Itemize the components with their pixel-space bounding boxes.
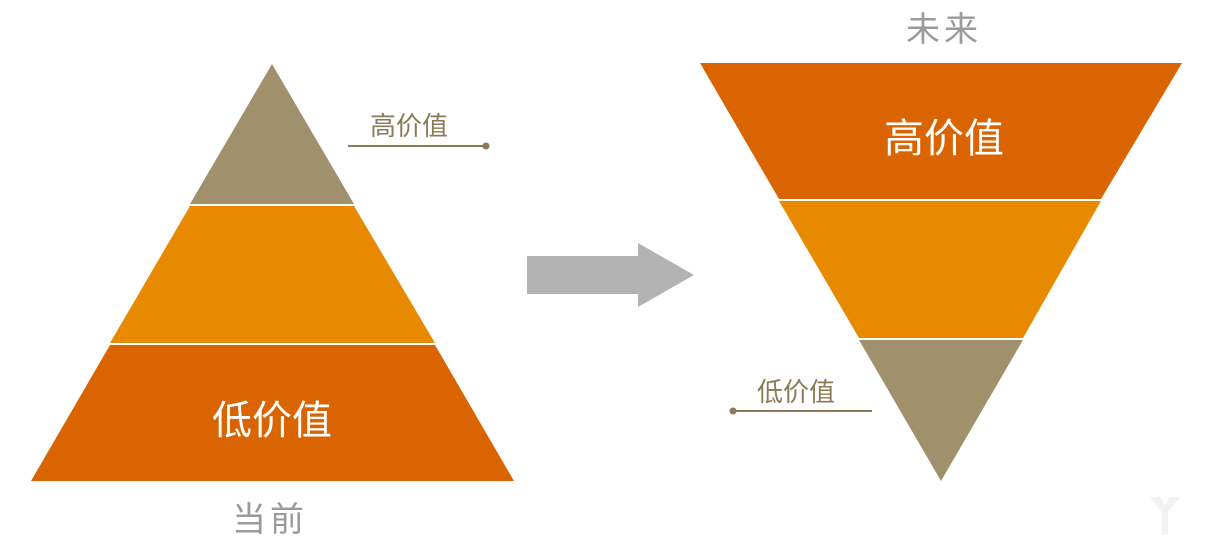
watermark-logo xyxy=(1150,497,1180,535)
left-callout-dot xyxy=(482,142,490,150)
left-caption: 当前 xyxy=(232,500,308,540)
left-pyramid xyxy=(31,64,514,481)
transition-arrow xyxy=(527,243,694,307)
right-callout-dot xyxy=(729,407,737,415)
right-bottom-callout-label: 低价值 xyxy=(757,378,836,408)
right-pyramid xyxy=(700,63,1182,481)
right-pyramid-bottom-layer xyxy=(859,340,1023,481)
right-pyramid-middle-layer xyxy=(779,201,1101,338)
left-pyramid-middle-layer xyxy=(110,206,435,343)
right-pyramid-top-layer xyxy=(700,63,1182,199)
left-bottom-layer-label: 低价值 xyxy=(212,398,332,444)
left-pyramid-top-layer xyxy=(190,64,354,204)
left-pyramid-bottom-layer xyxy=(31,345,514,481)
right-caption: 未来 xyxy=(906,10,982,50)
left-top-callout-label: 高价值 xyxy=(370,112,449,142)
right-top-layer-label: 高价值 xyxy=(884,116,1004,162)
